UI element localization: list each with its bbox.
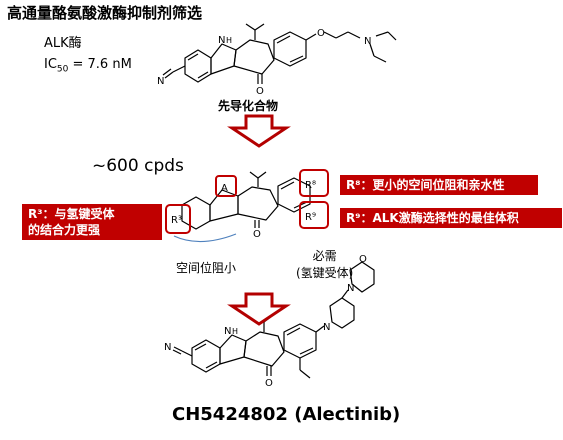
alk-enzyme-block: ALK酶 IC50 = 7.6 nM	[44, 33, 132, 81]
lead-h-label: H	[226, 36, 232, 45]
alectinib-nh-label: N	[224, 326, 231, 337]
sar-scaffold-drawing	[181, 171, 311, 230]
scaffold-left-ring	[181, 196, 211, 230]
alectinib-ketone-o: O	[265, 378, 273, 389]
scaffold-right-ring	[277, 177, 311, 213]
alectinib-nitrile-n: N	[164, 342, 171, 353]
r9-label: R⁹	[305, 212, 316, 223]
steric-note: 空间位阻小	[176, 261, 237, 275]
scaffold-central-ring	[237, 186, 279, 221]
r8-annotation-box: R⁸：更小的空间位阻和亲水性	[340, 175, 538, 195]
lead-ring-a	[184, 49, 212, 83]
a-ring-highlight-box	[215, 175, 237, 197]
lead-nitrile-n: N	[157, 76, 164, 87]
r3-highlight-box	[165, 204, 191, 234]
piperidine-n-label: N	[323, 322, 330, 333]
r9-annotation-box: R⁹：ALK激酶选择性的最佳体积	[340, 208, 562, 228]
r9-highlight-box	[299, 201, 329, 229]
library-size-label: ~600 cpds	[92, 156, 184, 176]
alectinib-central-ring	[243, 331, 285, 367]
lead-ketone-o: O	[256, 86, 264, 97]
lead-ring-d	[273, 31, 307, 67]
page-title: 高通量酪氨酸激酶抑制剂筛选	[7, 4, 203, 22]
steric-arc	[173, 233, 237, 243]
alectinib-ring-d	[283, 323, 317, 359]
morpholine-ring	[349, 261, 375, 293]
atom-labels: N H O N O N O N H O N N N O	[157, 28, 371, 389]
lead-amine-n: N	[364, 36, 371, 47]
lead-ether-o: O	[317, 28, 325, 39]
r3-label: R³	[171, 215, 182, 226]
alectinib-ring-a	[191, 339, 221, 373]
lead-central-ring	[233, 39, 275, 75]
r3-annotation-box: R³：与氢键受体 的结合力更强	[22, 204, 162, 240]
alectinib-pyrrole-ring	[219, 334, 247, 365]
flow-arrows	[227, 114, 291, 326]
alectinib-h-label: H	[232, 327, 238, 336]
r9-annotation-text: R⁹：ALK激酶选择性的最佳体积	[346, 211, 519, 225]
ic50-value: = 7.6 nM	[68, 57, 132, 72]
scaffold-a-ring	[209, 189, 239, 222]
lead-pyrrole-ring	[210, 43, 237, 75]
ic50-prefix: IC	[44, 57, 57, 72]
final-compound-name: CH5424802 (Alectinib)	[172, 404, 401, 425]
r-group-highlights: A R³ R⁸ R⁹	[165, 169, 329, 234]
lead-structure-drawing	[162, 23, 397, 84]
alk-enzyme-label: ALK酶	[44, 36, 82, 51]
arrow-down-2	[227, 292, 291, 326]
required-note: 必需 (氢键受体)	[296, 249, 354, 280]
a-ring-label: A	[221, 183, 228, 194]
r8-annotation-text: R⁸：更小的空间位阻和亲水性	[346, 178, 505, 192]
r8-highlight-box	[299, 169, 329, 197]
lead-compound-label: 先导化合物	[218, 99, 279, 113]
lead-nh-label: N	[218, 35, 225, 46]
r3-annotation-text: R³：与氢键受体 的结合力更强	[28, 207, 115, 237]
ic50-line: IC50 = 7.6 nM	[44, 54, 132, 81]
arrow-down-1	[227, 114, 291, 148]
morpholine-o-label: O	[359, 254, 367, 265]
ic50-subscript: 50	[56, 64, 69, 75]
scaffold-ketone-o: O	[253, 229, 261, 240]
piperidine-ring	[329, 297, 355, 329]
alectinib-structure-drawing	[172, 261, 375, 379]
r8-label: R⁸	[305, 180, 316, 191]
morpholine-n-label: N	[347, 283, 354, 294]
